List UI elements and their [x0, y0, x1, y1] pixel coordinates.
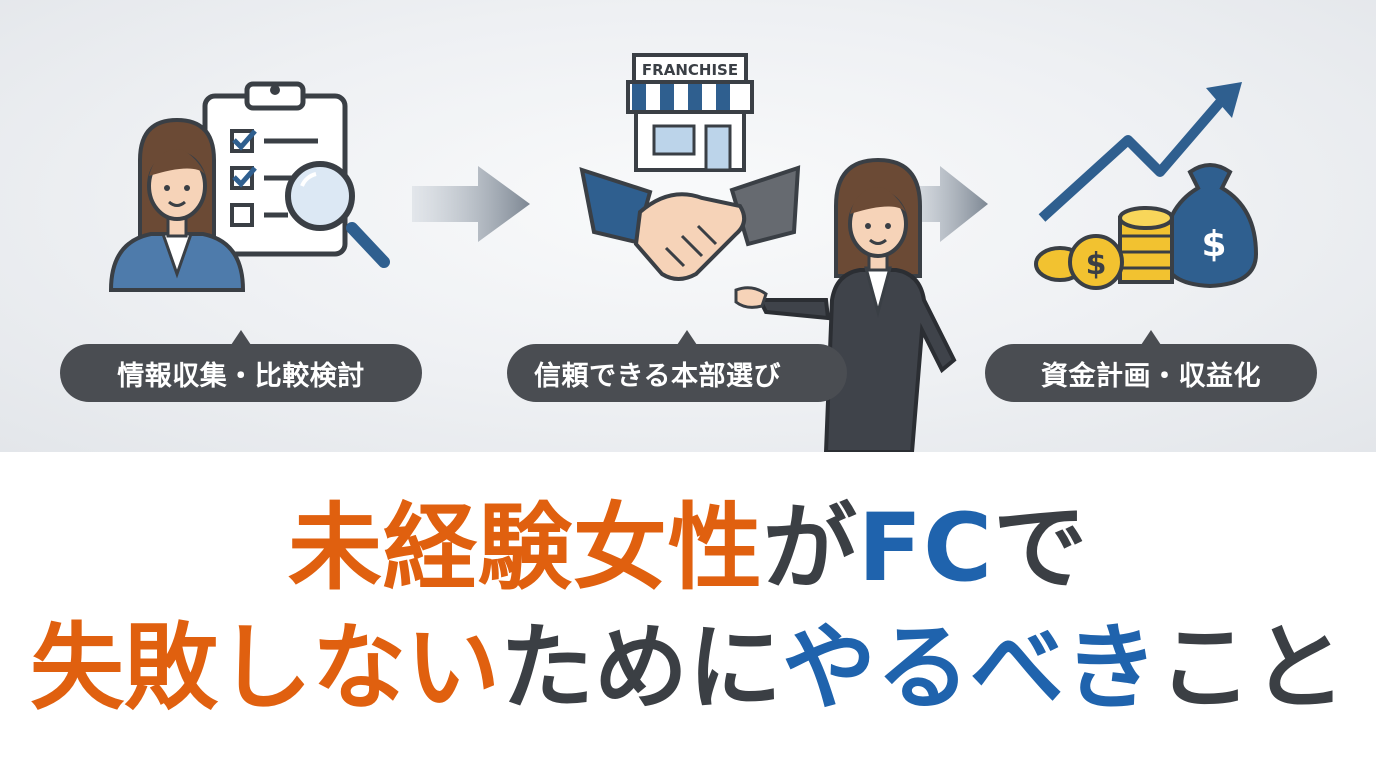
woman-researcher-icon: [108, 117, 246, 292]
store-icon: FRANCHISE: [626, 53, 754, 172]
step-label-choose-hq: 信頼できる本部選び: [507, 330, 847, 402]
headline-line-2: 失敗しないためにやるべきこと: [0, 622, 1376, 716]
presenter-woman-icon: [734, 157, 957, 452]
moneybag-icon: $: [1161, 163, 1259, 289]
headline-segment: 失敗しない: [29, 614, 500, 723]
headline-segment: やるべき: [782, 614, 1159, 723]
arrow-right-icon: [898, 166, 988, 242]
headline-segment: こと: [1158, 614, 1347, 723]
coins-icon: $: [1034, 206, 1174, 290]
magnifier-icon: [285, 161, 390, 268]
dollar-sign-text: $: [1201, 224, 1226, 265]
step-label-research: 情報収集・比較検討: [60, 330, 422, 402]
coin-dollar-text: $: [1086, 247, 1107, 282]
checklist-icon: [230, 129, 318, 227]
handshake-icon: [579, 165, 801, 281]
illustration-panel: FRANCHISE: [0, 0, 1376, 452]
headline-line-1: 未経験女性がFCで: [0, 502, 1376, 596]
headline-segment: ために: [499, 614, 782, 723]
headline-segment: が: [762, 494, 858, 603]
store-sign-text: FRANCHISE: [642, 61, 738, 79]
headline-segment: 未経験女性: [287, 494, 763, 603]
process-illustration: FRANCHISE: [108, 53, 1259, 452]
step-label-funding: 資金計画・収益化: [985, 330, 1317, 402]
headline-segment: FC: [857, 494, 994, 603]
growth-arrow-icon: [1038, 82, 1242, 222]
headline-segment: で: [993, 494, 1089, 603]
arrow-right-icon: [412, 166, 530, 242]
